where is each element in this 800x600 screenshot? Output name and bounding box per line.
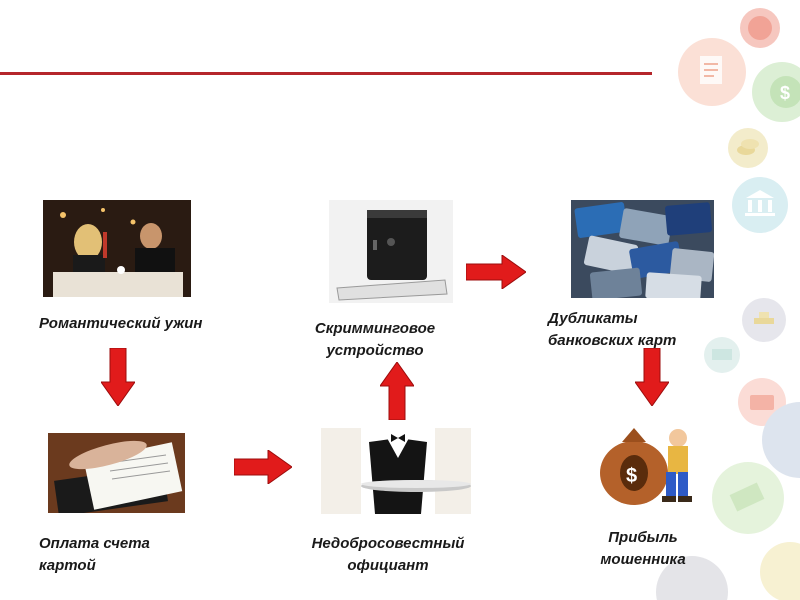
- bank-icon: [745, 190, 775, 216]
- label-fraudster-profit: Прибыль мошенника: [578, 527, 708, 571]
- gold-bars-icon: [754, 312, 774, 324]
- arrow-right-skimmer-to-duplicates: [466, 255, 526, 289]
- waiter-photo: [321, 428, 471, 514]
- cards-photo: [571, 200, 714, 298]
- dollar-icon: $: [770, 76, 800, 108]
- label-card-payment: Оплата счета картой: [39, 533, 150, 577]
- skimmer-photo: [329, 200, 453, 303]
- arrow-down-duplicates-to-profit: [635, 348, 669, 406]
- label-fraudster-profit-line2: мошенника: [600, 551, 686, 568]
- label-card-duplicates-line1: Дубликаты: [548, 310, 638, 327]
- label-card-payment-line2: картой: [39, 557, 96, 574]
- card-icon: [750, 395, 774, 410]
- label-card-duplicates-line2: банковских карт: [548, 332, 677, 349]
- label-romantic-dinner: Романтический ужин: [39, 315, 203, 332]
- label-dishonest-waiter-line2: официант: [347, 557, 429, 574]
- arrow-up-waiter-to-skimmer: [380, 362, 414, 420]
- label-card-duplicates: Дубликаты банковских карт: [548, 308, 676, 352]
- payment-photo: [48, 433, 185, 513]
- svg-text:$: $: [626, 465, 637, 487]
- label-skimming-device: Скримминговое устройство: [300, 318, 450, 362]
- label-dishonest-waiter-line1: Недобросовестный: [311, 535, 465, 552]
- label-fraudster-profit-line1: Прибыль: [608, 529, 678, 546]
- dinner-photo: [43, 200, 191, 297]
- svg-text:$: $: [780, 83, 790, 103]
- label-card-payment-line1: Оплата счета: [39, 535, 150, 552]
- fraudster-money-bag: $: [596, 418, 696, 513]
- title-underline: [0, 72, 652, 75]
- arrow-right-payment-to-waiter: [234, 450, 292, 484]
- money-icon: [712, 349, 732, 360]
- arrow-down-dinner-to-payment: [101, 348, 135, 406]
- label-skimming-device-text: Скримминговое устройство: [314, 320, 436, 359]
- document-icon: [700, 56, 722, 84]
- label-dishonest-waiter: Недобросовестный официант: [288, 533, 488, 577]
- coins-icon: [737, 139, 759, 155]
